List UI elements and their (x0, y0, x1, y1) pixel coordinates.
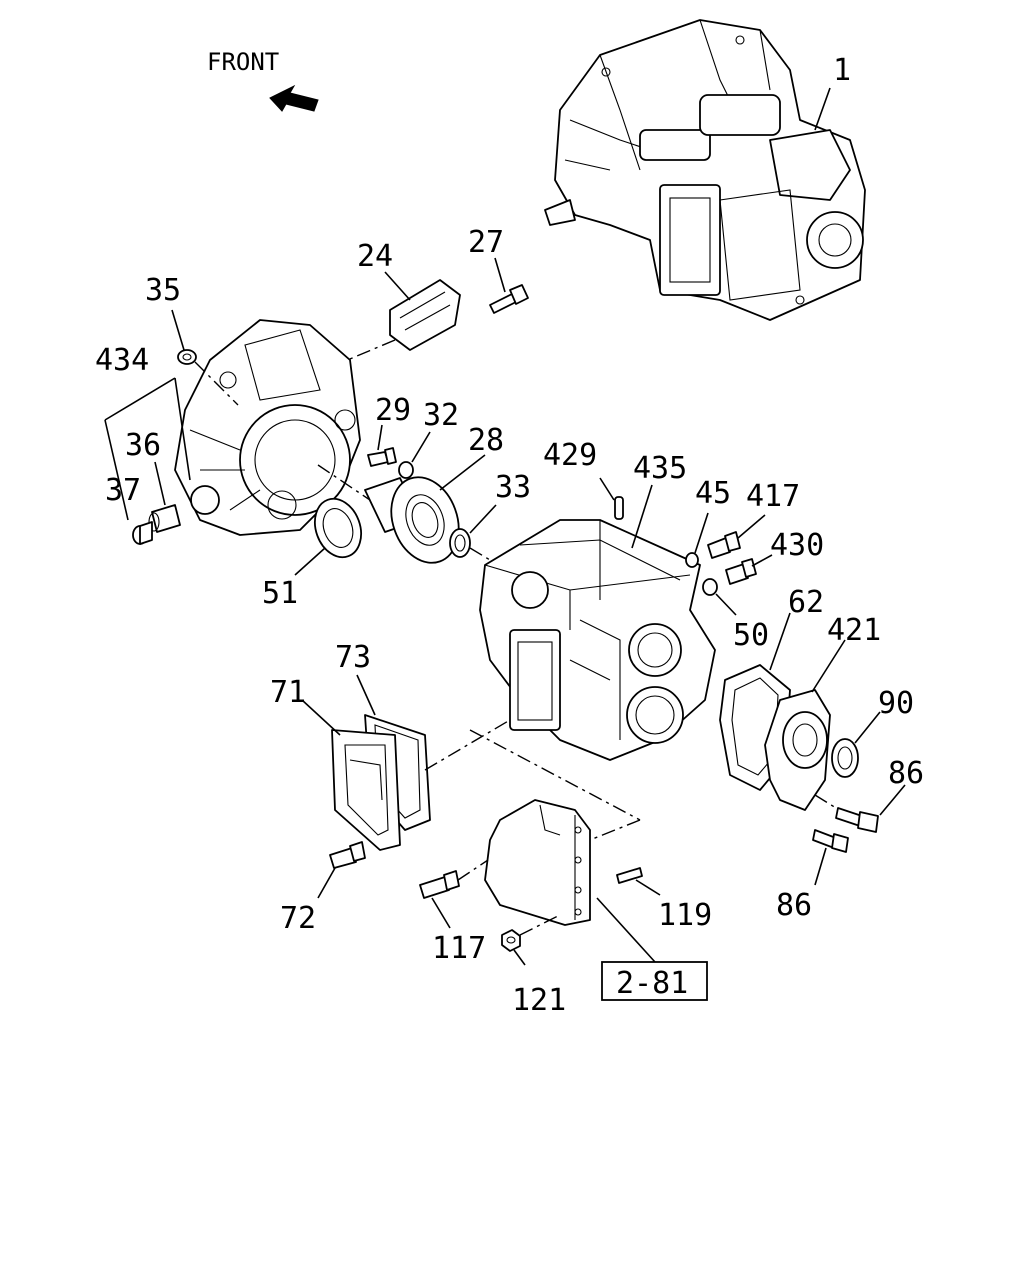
washer-part-45 (685, 552, 699, 568)
callout-86-upper: 86 (888, 756, 924, 791)
callout-430: 430 (770, 528, 824, 563)
plug-part-430 (725, 558, 757, 585)
callout-435: 435 (633, 451, 687, 486)
front-arrow-icon (269, 84, 319, 112)
sleeve-part-36 (148, 504, 181, 533)
bolt-part-27 (489, 284, 529, 314)
bolt-part-72 (329, 841, 366, 869)
callout-421: 421 (827, 613, 881, 648)
rear-cover-part-421 (764, 689, 831, 811)
plate-part-24 (389, 279, 461, 351)
callout-50: 50 (733, 618, 769, 653)
bolt-part-29 (367, 447, 397, 467)
callout-27: 27 (468, 225, 504, 260)
callout-72: 72 (280, 901, 316, 936)
stud-part-119 (616, 867, 643, 884)
oil-seal-part-90 (831, 738, 859, 778)
callout-73: 73 (335, 640, 371, 675)
callout-36: 36 (125, 428, 161, 463)
callout-117: 117 (432, 931, 486, 966)
oring-part-32 (398, 461, 414, 479)
bolt-part-86-lower (812, 829, 849, 853)
callout-32: 32 (423, 398, 459, 433)
callout-62: 62 (788, 585, 824, 620)
nut-part-121 (501, 929, 521, 952)
callout-90: 90 (878, 686, 914, 721)
plug-part-37 (132, 521, 153, 545)
oil-seal-part-33 (449, 528, 471, 558)
callout-33: 33 (495, 470, 531, 505)
callout-24: 24 (357, 239, 393, 274)
cover-assembly-2-81 (484, 799, 591, 926)
ref-box-label: 2-81 (616, 966, 688, 1001)
callout-86-lower: 86 (776, 888, 812, 923)
clutch-housing (174, 319, 361, 536)
transmission-assembly (544, 19, 866, 321)
washer-part-50 (702, 578, 718, 596)
cover-part-71 (331, 729, 401, 851)
callout-35: 35 (145, 273, 181, 308)
callout-45: 45 (695, 476, 731, 511)
ref-box (601, 961, 708, 1001)
callout-37: 37 (105, 473, 141, 508)
plug-part-417 (707, 531, 741, 559)
nut-part-35 (177, 349, 197, 365)
callout-429: 429 (543, 438, 597, 473)
front-label: FRONT (207, 48, 279, 76)
seal-part-51 (314, 497, 362, 559)
callout-51: 51 (262, 576, 298, 611)
bolt-part-117 (419, 870, 460, 899)
bearing-retainer-part-28 (364, 476, 460, 564)
callout-119: 119 (658, 898, 712, 933)
callout-1: 1 (833, 53, 851, 88)
callout-121: 121 (512, 983, 566, 1018)
callout-28: 28 (468, 423, 504, 458)
callout-417: 417 (746, 479, 800, 514)
callout-71: 71 (270, 675, 306, 710)
transmission-case (479, 519, 716, 761)
callout-434: 434 (95, 343, 149, 378)
pin-part-429 (614, 496, 624, 520)
bolt-part-86-upper (835, 807, 879, 833)
callout-29: 29 (375, 393, 411, 428)
